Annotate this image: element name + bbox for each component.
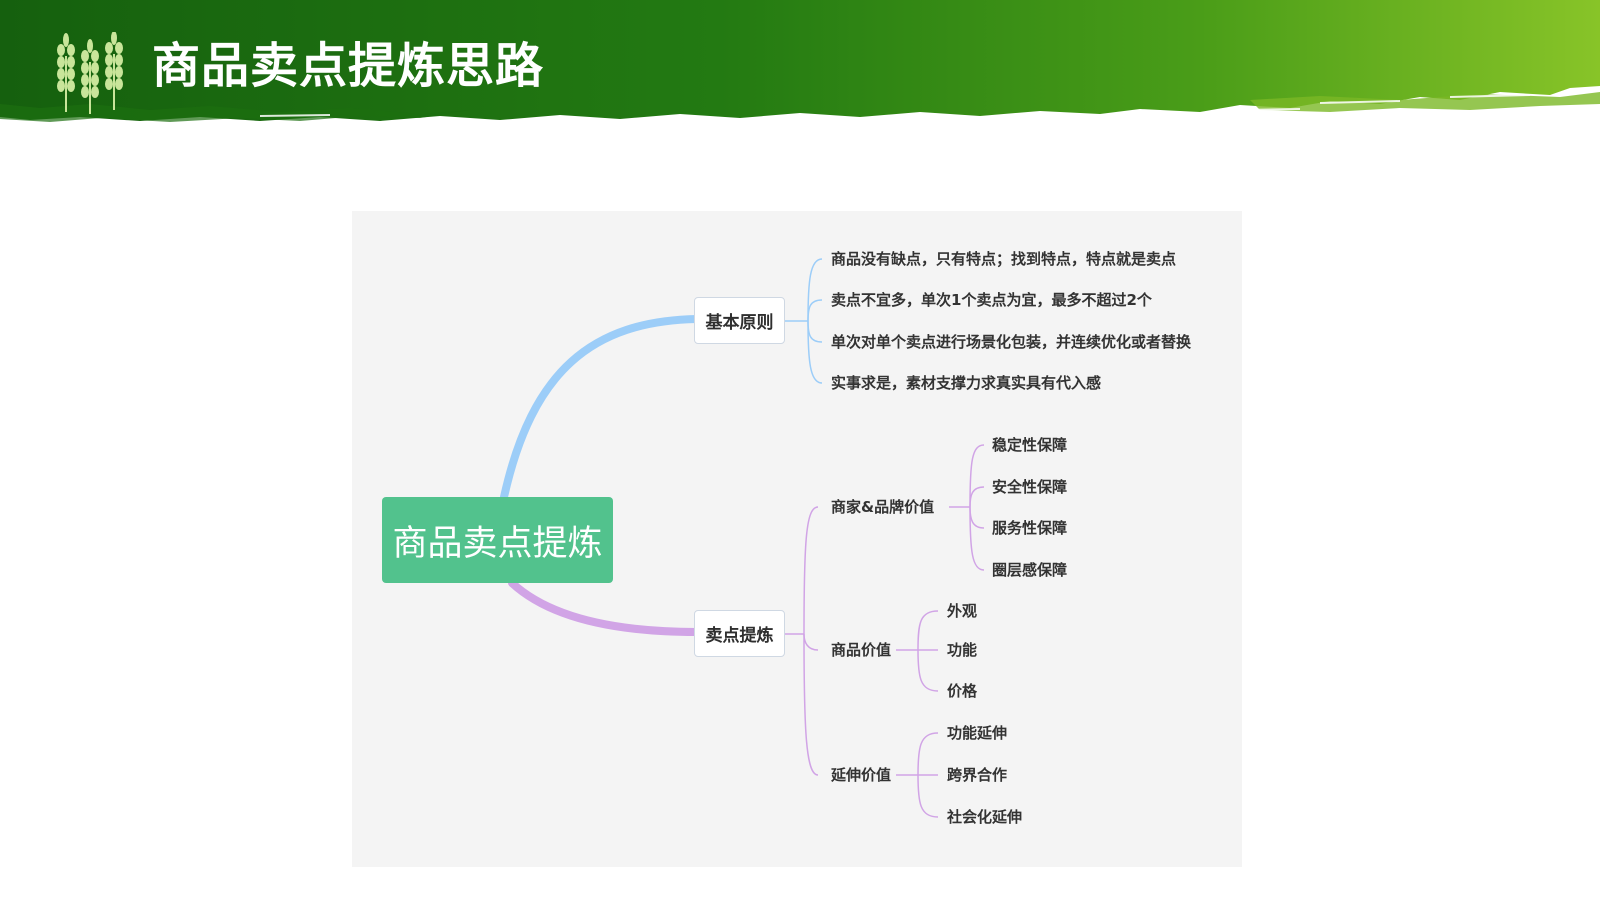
group-item: 圈层感保障	[992, 561, 1068, 579]
group-item: 安全性保障	[992, 478, 1068, 496]
page-title: 商品卖点提炼思路	[152, 38, 545, 94]
group-item: 服务性保障	[992, 519, 1068, 537]
mindmap-root: 商品卖点提炼	[382, 497, 613, 583]
group-item: 价格	[947, 682, 978, 700]
extraction-connectors	[785, 444, 985, 818]
principle-item: 单次对单个卖点进行场景化包装，并连续优化或者替换	[831, 333, 1192, 351]
group-item: 稳定性保障	[992, 436, 1068, 454]
connector-extraction	[508, 579, 701, 636]
principle-item: 实事求是，素材支撑力求真实具有代入感	[831, 374, 1102, 392]
connector-principles	[500, 315, 701, 501]
wheat-icon	[57, 32, 123, 114]
branch-principles: 基本原则	[694, 297, 785, 344]
group-item: 社会化延伸	[947, 808, 1023, 826]
group-item: 外观	[947, 602, 978, 620]
header-banner	[0, 0, 1600, 122]
branch-extraction: 卖点提炼	[694, 610, 785, 657]
group-item: 功能延伸	[947, 724, 1008, 742]
principles-leaf-connectors	[785, 258, 823, 384]
mindmap-connectors	[500, 258, 985, 818]
principle-item: 商品没有缺点，只有特点；找到特点，特点就是卖点	[831, 250, 1177, 268]
group-label: 商家&品牌价值	[831, 498, 935, 516]
mindmap-canvas: 商品卖点提炼 基本原则 卖点提炼 商品没有缺点，只有特点；找到特点，特点就是卖点…	[352, 211, 1242, 867]
principle-item: 卖点不宜多，单次1个卖点为宜，最多不超过2个	[831, 291, 1152, 309]
group-item: 功能	[947, 641, 978, 659]
group-label: 商品价值	[831, 641, 892, 659]
group-item: 跨界合作	[947, 766, 1008, 784]
group-label: 延伸价值	[831, 766, 892, 784]
